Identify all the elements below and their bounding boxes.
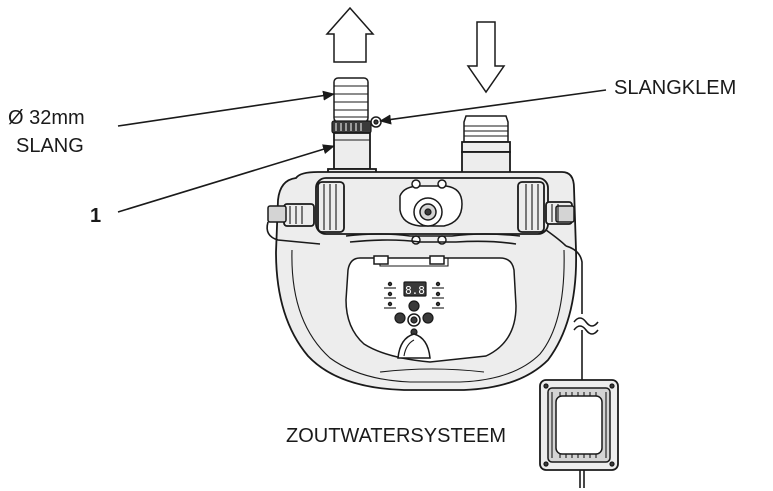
label-part-1: 1 (90, 205, 101, 227)
heatsink-fins (559, 392, 597, 458)
remote-control-unit (539, 379, 619, 488)
left-indicator-leds (384, 281, 396, 309)
right-indicator-leds (432, 281, 444, 309)
display-readout: 8.8 (405, 284, 425, 297)
label-system: ZOUTWATERSYSTEEM (286, 425, 506, 447)
pipe-manifold (315, 177, 549, 245)
flow-in-arrow-icon (466, 21, 506, 94)
control-panel: 8.8 (345, 255, 517, 363)
part-1-leader-line (117, 144, 335, 213)
label-hose: SLANG (16, 135, 84, 157)
flow-out-arrow-icon (325, 6, 375, 63)
label-hose-clamp: SLANGKLEM (614, 77, 736, 99)
button-right[interactable] (422, 312, 434, 324)
right-cable-clip (545, 201, 575, 247)
power-cable (565, 245, 599, 380)
left-cable-clip (266, 203, 321, 245)
clamp-leader-line (379, 89, 607, 125)
button-left[interactable] (394, 312, 406, 324)
label-hose-diameter: Ø 32mm (8, 107, 85, 129)
hose-leader-line (117, 90, 335, 127)
button-top[interactable] (408, 300, 420, 312)
outlet-hose (333, 77, 369, 123)
hose-clamp (331, 116, 382, 134)
